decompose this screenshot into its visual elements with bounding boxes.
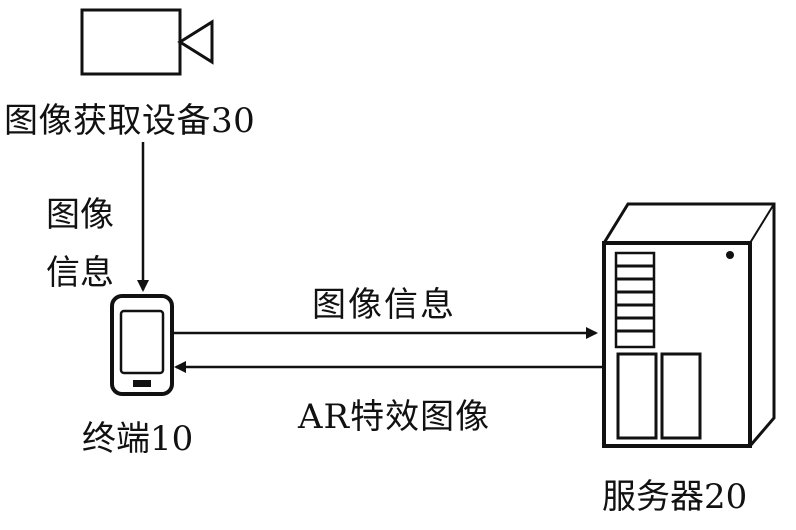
- server-to-terminal-label: AR特效图像: [298, 397, 491, 437]
- server-label: 服务器20: [602, 477, 748, 517]
- camera-icon: [80, 8, 214, 76]
- terminal-to-server-label: 图像信息: [312, 285, 456, 325]
- camera-to-terminal-label: 图像信息: [46, 195, 114, 293]
- phone-icon: [110, 294, 174, 396]
- server-icon: [602, 202, 776, 448]
- camera-label: 图像获取设备30: [4, 101, 256, 141]
- terminal-label: 终端10: [82, 419, 194, 459]
